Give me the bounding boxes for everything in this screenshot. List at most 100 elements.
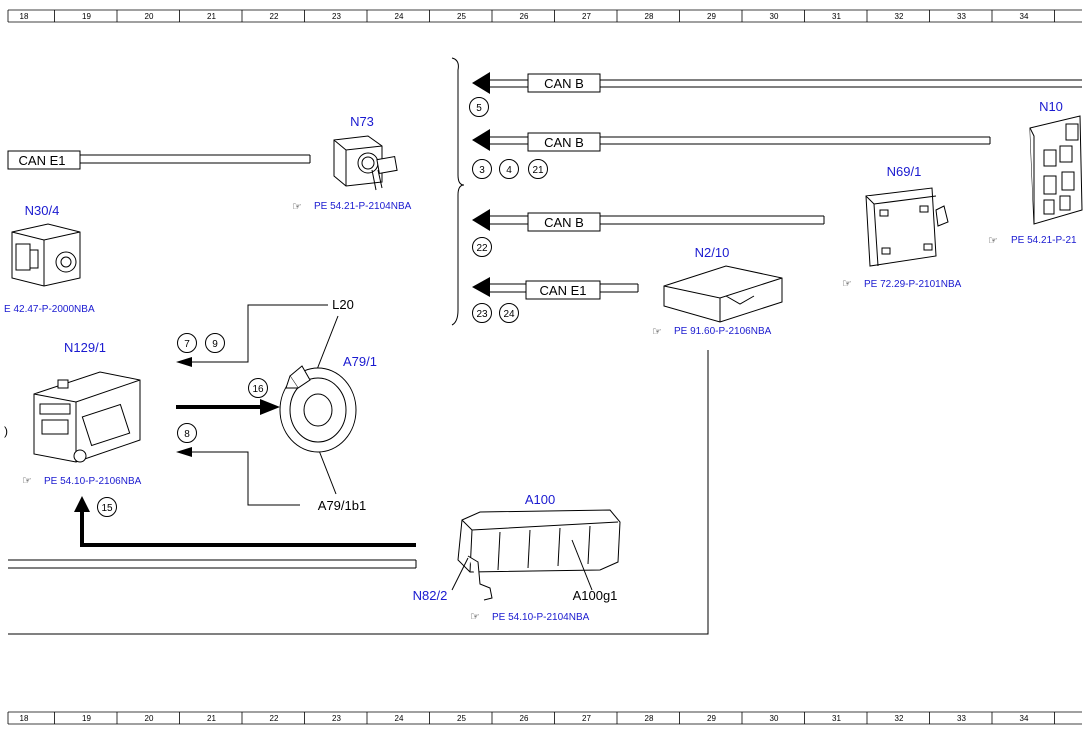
bottom-ruler-label: 20 — [145, 714, 154, 723]
bottom-ruler-label: 23 — [332, 714, 341, 723]
bottom-ruler-label: 31 — [832, 714, 841, 723]
n10-unit-drawing — [1029, 115, 1083, 225]
label-a79-1: A79/1 — [343, 354, 377, 369]
marker-23: 23 — [472, 303, 492, 323]
bottom-ruler-label: 28 — [645, 714, 654, 723]
bottom-ruler-label: 27 — [582, 714, 591, 723]
marker-24: 24 — [499, 303, 519, 323]
label-n73: N73 — [350, 114, 374, 129]
top-ruler-label: 18 — [20, 12, 29, 21]
bottom-ruler-label: 34 — [1020, 714, 1029, 723]
label-n30-4: N30/4 — [25, 203, 60, 218]
n73-ignition-switch-drawing — [333, 135, 398, 191]
marker-15: 15 — [97, 497, 117, 517]
can-b-bus-3: CAN B — [472, 209, 825, 232]
label-a100: A100 — [525, 492, 555, 507]
can-e1-label-right: CAN E1 — [540, 283, 587, 298]
can-b-label-3: CAN B — [544, 215, 584, 230]
svg-text:E 42.47-P-2000NBA[interactable]: E 42.47-P-2000NBA — [4, 304, 95, 315]
can-e1-label-left: CAN E1 — [19, 153, 66, 168]
n69-1-module-drawing — [865, 187, 949, 267]
svg-text:PE 54.21-P-2104NBA[interactable]: PE 54.21-P-2104NBA — [314, 201, 412, 212]
can-b-label-2: CAN B — [544, 135, 584, 150]
svg-text:24: 24 — [503, 309, 515, 320]
label-n82-2: N82/2 — [413, 588, 448, 603]
top-ruler-label: 30 — [770, 12, 779, 21]
svg-text:PE 54.10-P-2104NBA[interactable]: PE 54.10-P-2104NBA — [492, 612, 590, 623]
svg-text:23: 23 — [476, 309, 488, 320]
pointing-hand-icon: ☞ — [652, 326, 662, 338]
marker-circles: 5 3 4 21 22 23 24 7 9 16 8 15 — [97, 97, 548, 517]
reference-links: ☞ PE 54.21-P-2104NBA E 42.47-P-2000NBA ☞… — [4, 201, 1077, 623]
svg-text:8: 8 — [184, 429, 190, 440]
svg-text:7: 7 — [184, 339, 190, 350]
can-b-bus-2: CAN B — [472, 129, 991, 152]
bottom-ruler-label: 26 — [520, 714, 529, 723]
n30-4-module-drawing — [11, 223, 81, 287]
marker-22: 22 — [472, 237, 492, 257]
svg-text:PE 54.21-P-21[interactable]: PE 54.21-P-21 — [1011, 235, 1077, 246]
section-bracket — [451, 57, 465, 326]
edge-fragment: ) — [4, 424, 8, 438]
svg-text:PE 54.10-P-2106NBA[interactable]: PE 54.10-P-2106NBA — [44, 476, 142, 487]
bottom-ruler-label: 24 — [395, 714, 404, 723]
ref-n129-1[interactable]: ☞ PE 54.10-P-2106NBA — [22, 475, 142, 487]
top-ruler-label: 33 — [957, 12, 966, 21]
bottom-ruler-label: 32 — [895, 714, 904, 723]
svg-text:15: 15 — [101, 503, 113, 514]
svg-text:PE 91.60-P-2106NBA[interactable]: PE 91.60-P-2106NBA — [674, 326, 772, 337]
a100-to-n129-arrowhead — [74, 496, 90, 512]
ref-a100[interactable]: ☞ PE 54.10-P-2104NBA — [470, 611, 590, 623]
svg-text:22: 22 — [476, 243, 488, 254]
a79-1b1-arrowhead — [176, 447, 192, 457]
l20-arrowhead — [176, 357, 192, 367]
top-ruler-label: 27 — [582, 12, 591, 21]
a79-1b1-lead — [317, 447, 337, 495]
svg-text:21: 21 — [532, 165, 544, 176]
label-l20: L20 — [332, 297, 354, 312]
bottom-ruler-label: 21 — [207, 714, 216, 723]
ref-n30-4[interactable]: E 42.47-P-2000NBA — [4, 304, 95, 315]
svg-text:3: 3 — [479, 165, 485, 176]
svg-text:PE 72.29-P-2101NBA[interactable]: PE 72.29-P-2101NBA — [864, 279, 962, 290]
marker-16: 16 — [248, 378, 268, 398]
top-ruler-label: 23 — [332, 12, 341, 21]
marker-4: 4 — [499, 159, 519, 179]
top-ruler-label: 26 — [520, 12, 529, 21]
n2-10-module-drawing — [663, 265, 783, 323]
ref-n69-1[interactable]: ☞ PE 72.29-P-2101NBA — [842, 278, 962, 290]
pointing-hand-icon: ☞ — [842, 278, 852, 290]
svg-text:5: 5 — [476, 103, 482, 114]
bottom-ruler-label: 22 — [270, 714, 279, 723]
ref-n10[interactable]: ☞ PE 54.21-P-21 — [988, 235, 1077, 247]
top-ruler-label: 28 — [645, 12, 654, 21]
l20-signal-line — [188, 304, 328, 363]
top-ruler-label: 21 — [207, 12, 216, 21]
can-b-label-1: CAN B — [544, 76, 584, 91]
pointing-hand-icon: ☞ — [22, 475, 32, 487]
ref-n2-10[interactable]: ☞ PE 91.60-P-2106NBA — [652, 326, 772, 338]
ref-n73[interactable]: ☞ PE 54.21-P-2104NBA — [292, 201, 412, 213]
marker-5: 5 — [469, 97, 489, 117]
top-ruler-label: 20 — [145, 12, 154, 21]
label-a100g1: A100g1 — [573, 588, 618, 603]
pointing-hand-icon: ☞ — [988, 235, 998, 247]
svg-text:4: 4 — [506, 165, 512, 176]
a100-to-n129-line — [80, 510, 416, 547]
a79-drive-arrowhead — [260, 399, 280, 415]
top-ruler-label: 29 — [707, 12, 716, 21]
marker-21: 21 — [528, 159, 548, 179]
bottom-ruler-label: 29 — [707, 714, 716, 723]
svg-text:16: 16 — [252, 384, 264, 395]
label-n69-1: N69/1 — [887, 164, 922, 179]
component-labels: N73 N30/4 N10 N69/1 N2/10 N129/1 A79/1 L… — [25, 99, 1063, 603]
label-a79-1b1: A79/1b1 — [318, 498, 366, 513]
marker-8: 8 — [177, 423, 197, 443]
pointing-hand-icon: ☞ — [292, 201, 302, 213]
a100-battery-drawing — [451, 509, 621, 601]
label-n129-1: N129/1 — [64, 340, 106, 355]
top-ruler-label: 32 — [895, 12, 904, 21]
left-bottom-bus — [8, 559, 417, 569]
